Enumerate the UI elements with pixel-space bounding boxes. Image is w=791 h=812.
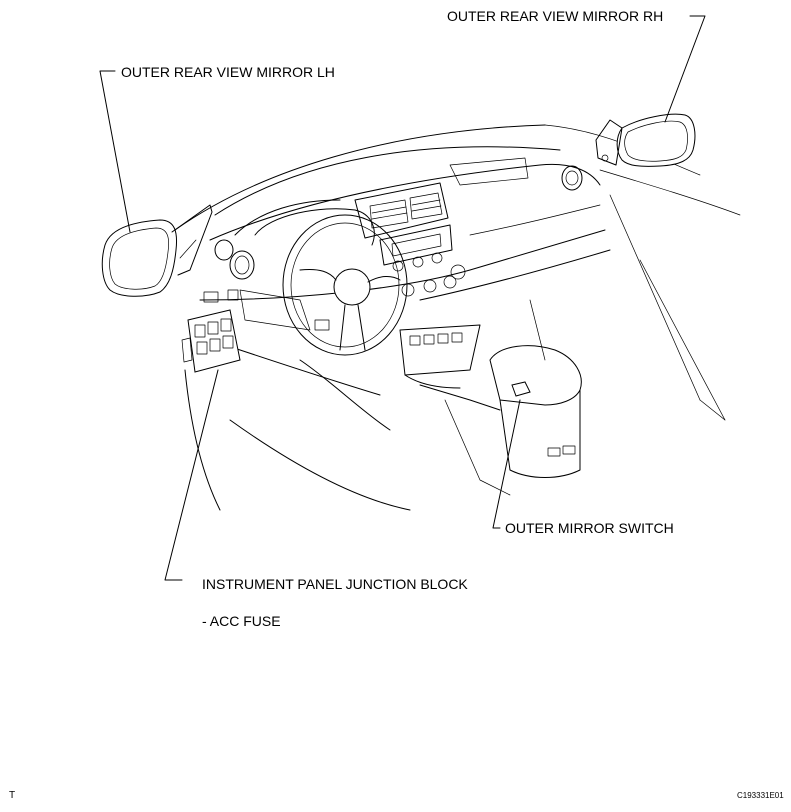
windshield-outline [174,124,741,421]
junction-block [181,289,241,373]
label-instrument-panel-junction-block: INSTRUMENT PANEL JUNCTION BLOCK [202,576,468,592]
figure-id: C193331E01 [737,791,784,800]
center-console [444,299,582,496]
footer-left-code: T [9,790,16,801]
mirror-rh-shape [595,113,696,167]
label-outer-mirror-switch: OUTER MIRROR SWITCH [505,520,674,536]
label-outer-rear-view-mirror-lh: OUTER REAR VIEW MIRROR LH [121,64,335,80]
label-outer-rear-view-mirror-rh: OUTER REAR VIEW MIRROR RH [447,8,664,24]
steering-wheel [254,208,408,356]
label-acc-fuse: - ACC FUSE [202,613,281,629]
left-vent [214,239,255,280]
leader-lines [99,15,706,581]
right-vent [561,165,583,191]
mirror-lh-shape [101,204,213,297]
center-stack [354,182,501,411]
